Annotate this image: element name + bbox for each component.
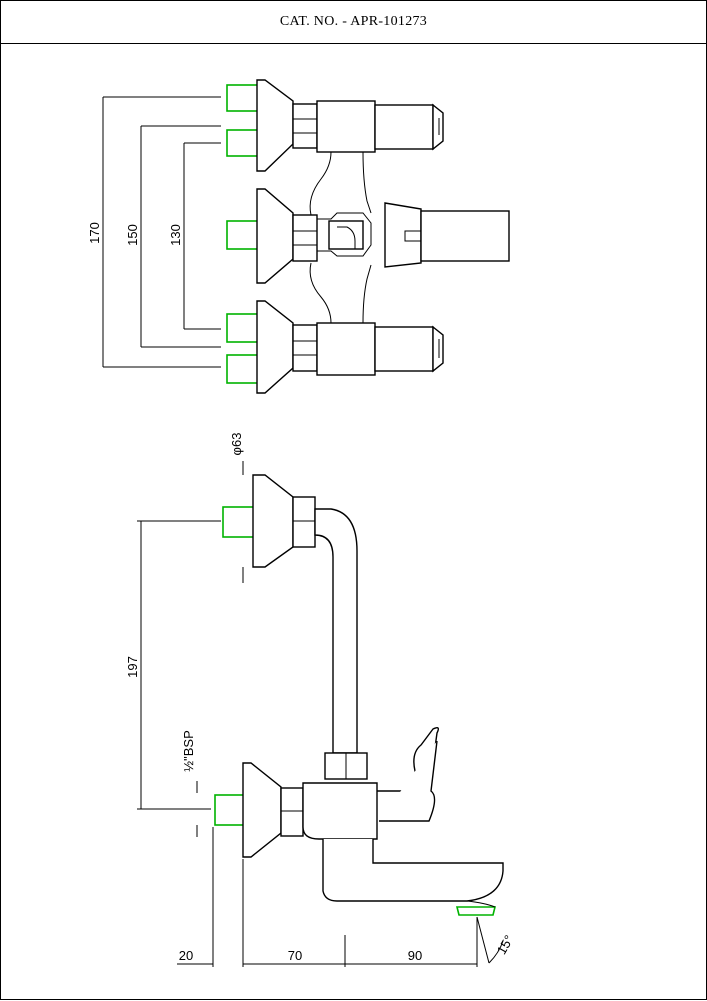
middle-inlet — [226, 220, 260, 250]
upper-connector — [222, 474, 358, 754]
dimension-70: 70 — [288, 948, 302, 963]
side-view: φ63 197 ½"BSP 20 70 90 15° — [125, 433, 517, 967]
lower-side-inlet — [214, 794, 246, 826]
upper-wall-flange — [226, 79, 444, 172]
dimension-197: 197 — [125, 656, 140, 678]
side-dimensions: φ63 197 ½"BSP 20 70 90 15° — [125, 433, 517, 967]
catalog-number-title: CAT. NO. - APR-101273 — [1, 1, 706, 44]
dimension-170: 170 — [87, 222, 102, 244]
upper-inlet-a — [226, 84, 260, 112]
dimension-130: 130 — [168, 224, 183, 246]
upper-side-inlet — [222, 506, 256, 538]
lower-inlet-a — [226, 313, 260, 343]
top-dimensions: 170 150 130 — [87, 96, 221, 368]
top-view: 170 150 130 — [87, 79, 510, 394]
upper-inlet-b — [226, 129, 260, 157]
lower-wall-flange — [226, 300, 444, 394]
dimension-20: 20 — [179, 948, 193, 963]
dimension-diameter-63: φ63 — [229, 433, 244, 456]
mixer-body — [214, 726, 504, 916]
dimension-90: 90 — [408, 948, 422, 963]
dimension-bsp: ½"BSP — [181, 730, 196, 771]
lower-inlet-b — [226, 354, 260, 384]
spout-aerator — [455, 906, 497, 916]
middle-flange — [226, 188, 510, 284]
dimension-150: 150 — [125, 224, 140, 246]
